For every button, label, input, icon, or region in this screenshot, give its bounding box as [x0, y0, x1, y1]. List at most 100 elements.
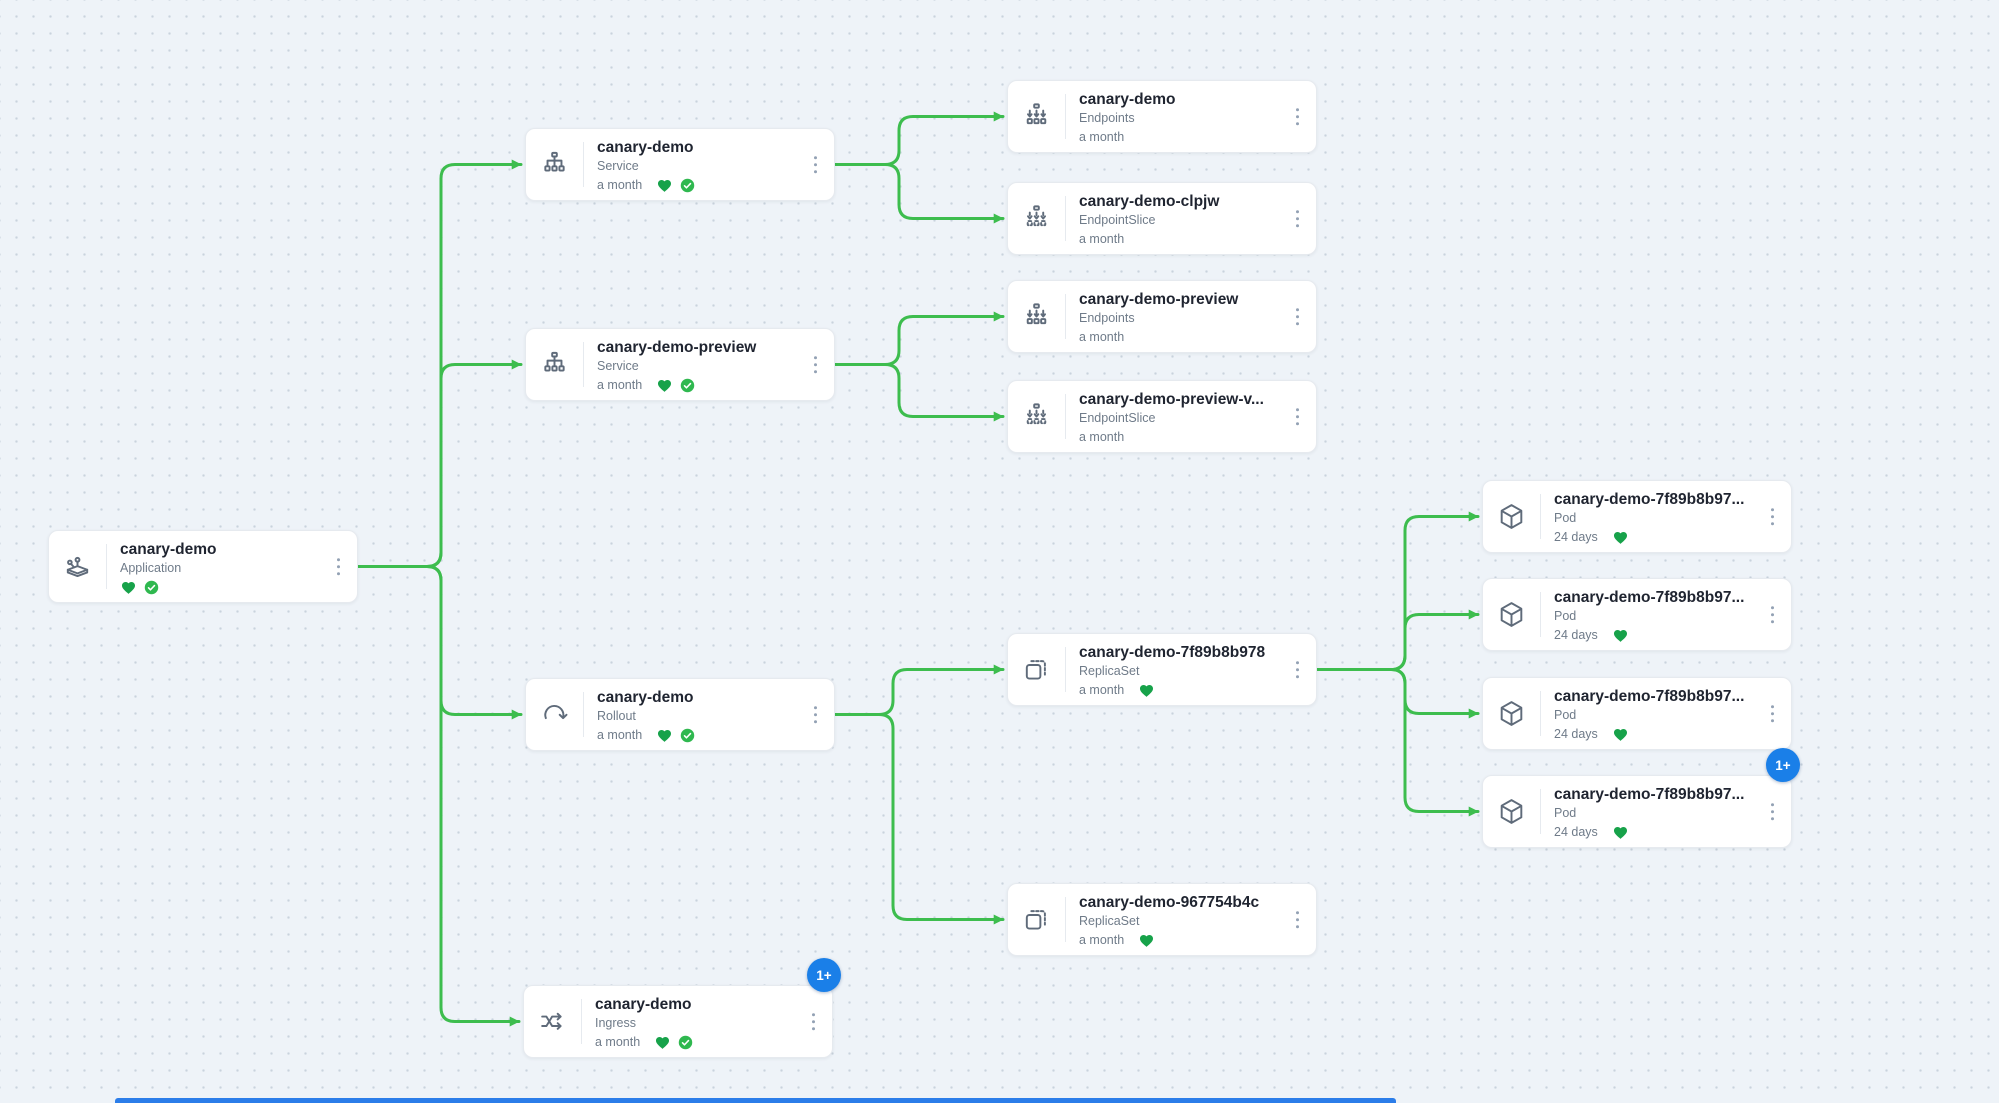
pod-icon	[1483, 678, 1540, 749]
resource-age: a month	[597, 728, 643, 742]
edge-rs1-pod2	[1315, 609, 1480, 671]
node-rs1[interactable]: canary-demo-7f89b8b978 ReplicaSet a mont…	[1007, 633, 1317, 706]
service-icon	[526, 329, 583, 400]
resource-age: a month	[1079, 330, 1125, 344]
node-svc1[interactable]: canary-demo Service a month	[525, 128, 835, 201]
endpoints-icon	[1008, 81, 1065, 152]
node-menu-button[interactable]	[1766, 601, 1780, 629]
endpointslice-icon	[1008, 381, 1065, 452]
node-pod1[interactable]: canary-demo-7f89b8b97... Pod 24 days	[1482, 480, 1792, 553]
node-ep2[interactable]: canary-demo-preview Endpoints a month	[1007, 280, 1317, 353]
pod-icon	[1483, 776, 1540, 847]
resource-name: canary-demo	[1079, 91, 1176, 108]
divider	[1065, 897, 1066, 942]
horizontal-scrollbar-thumb[interactable]	[115, 1098, 1396, 1103]
resource-name: canary-demo-7f89b8b97...	[1554, 589, 1745, 606]
resource-kind: EndpointSlice	[1079, 411, 1156, 425]
edge-rollout-rs2	[833, 713, 1005, 925]
resource-age: 24 days	[1554, 530, 1598, 544]
node-app[interactable]: canary-demo Application	[48, 530, 358, 603]
resource-kind: Service	[597, 359, 639, 373]
node-pod4[interactable]: canary-demo-7f89b8b97... Pod 24 days 1+	[1482, 748, 1800, 848]
node-menu-button[interactable]	[1291, 103, 1305, 131]
node-eps1[interactable]: canary-demo-clpjw EndpointSlice a month	[1007, 182, 1317, 255]
edge-svcprev-ep2	[833, 311, 1005, 366]
group-count-badge[interactable]: 1+	[1766, 748, 1800, 782]
resource-name: canary-demo-preview-v...	[1079, 391, 1264, 408]
resource-kind: Endpoints	[1079, 111, 1135, 125]
node-menu-button[interactable]	[332, 553, 346, 581]
resource-name: canary-demo-7f89b8b978	[1079, 644, 1266, 661]
divider	[1540, 691, 1541, 736]
node-menu-button[interactable]	[1291, 906, 1305, 934]
node-svcprev[interactable]: canary-demo-preview Service a month	[525, 328, 835, 401]
healthy-heart-icon	[658, 729, 672, 742]
resource-kind: ReplicaSet	[1079, 664, 1140, 678]
healthy-heart-icon	[658, 179, 672, 192]
edge-app-svcprev	[356, 359, 523, 568]
status-icons	[1612, 627, 1629, 644]
resource-kind: Ingress	[595, 1016, 636, 1030]
divider	[1540, 592, 1541, 637]
resource-kind: ReplicaSet	[1079, 914, 1140, 928]
healthy-heart-icon	[1613, 826, 1627, 839]
node-rs2[interactable]: canary-demo-967754b4c ReplicaSet a month	[1007, 883, 1317, 956]
node-menu-button[interactable]	[809, 701, 823, 729]
node-menu-button[interactable]	[809, 351, 823, 379]
node-pod3[interactable]: canary-demo-7f89b8b97... Pod 24 days	[1482, 677, 1792, 750]
synced-check-icon	[680, 178, 695, 192]
divider	[583, 142, 584, 187]
resource-age: a month	[597, 378, 643, 392]
node-menu-button[interactable]	[1766, 700, 1780, 728]
healthy-heart-icon	[1613, 629, 1627, 642]
divider	[106, 544, 107, 589]
resource-name: canary-demo-7f89b8b97...	[1554, 491, 1745, 508]
rollout-icon	[526, 679, 583, 750]
node-menu-button[interactable]	[1291, 205, 1305, 233]
node-menu-button[interactable]	[1291, 403, 1305, 431]
node-ep1[interactable]: canary-demo Endpoints a month	[1007, 80, 1317, 153]
divider	[1065, 394, 1066, 439]
service-icon	[526, 129, 583, 200]
resource-kind: EndpointSlice	[1079, 213, 1156, 227]
resource-age: 24 days	[1554, 628, 1598, 642]
divider	[1065, 94, 1066, 139]
divider	[581, 999, 582, 1044]
healthy-heart-icon	[121, 581, 136, 594]
group-count-badge[interactable]: 1+	[807, 958, 841, 992]
application-icon	[49, 531, 106, 602]
edge-rs1-pod3	[1315, 668, 1480, 719]
node-menu-button[interactable]	[1766, 798, 1780, 826]
node-menu-button[interactable]	[1291, 303, 1305, 331]
status-icons	[1612, 529, 1629, 546]
resource-kind: Pod	[1554, 806, 1577, 820]
status-icons	[1138, 932, 1155, 949]
node-rollout[interactable]: canary-demo Rollout a month	[525, 678, 835, 751]
resource-name: canary-demo	[120, 541, 217, 558]
resource-age: a month	[597, 178, 643, 192]
resource-age: a month	[595, 1035, 641, 1049]
healthy-heart-icon	[1140, 684, 1154, 697]
node-pod2[interactable]: canary-demo-7f89b8b97... Pod 24 days	[1482, 578, 1792, 651]
node-eps2[interactable]: canary-demo-preview-v... EndpointSlice a…	[1007, 380, 1317, 453]
edge-app-ingress	[356, 565, 521, 1027]
resource-age: a month	[1079, 130, 1125, 144]
resource-name: canary-demo-preview	[1079, 291, 1239, 308]
edge-svc1-eps1	[833, 163, 1005, 224]
node-ingress[interactable]: canary-demo Ingress a month 1+	[523, 958, 841, 1058]
resource-kind: Service	[597, 159, 639, 173]
divider	[583, 692, 584, 737]
resource-age: a month	[1079, 933, 1125, 947]
resource-age: 24 days	[1554, 727, 1598, 741]
edge-svc1-ep1	[833, 111, 1005, 166]
pod-icon	[1483, 579, 1540, 650]
resource-age: 24 days	[1554, 825, 1598, 839]
resource-kind: Rollout	[597, 709, 636, 723]
node-menu-button[interactable]	[807, 1008, 821, 1036]
node-menu-button[interactable]	[1766, 503, 1780, 531]
synced-check-icon	[678, 1035, 693, 1049]
resource-name: canary-demo	[597, 689, 694, 706]
node-menu-button[interactable]	[809, 151, 823, 179]
node-menu-button[interactable]	[1291, 656, 1305, 684]
